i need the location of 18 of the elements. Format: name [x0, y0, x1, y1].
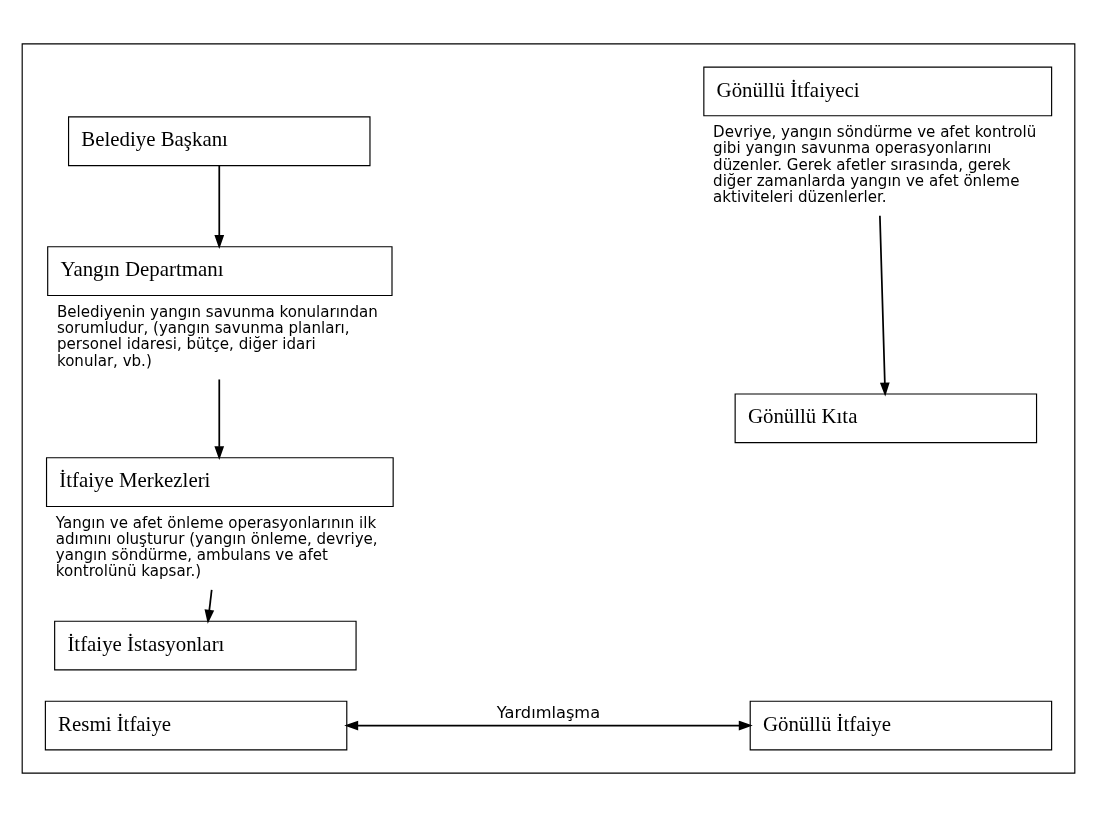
edge-label: Yardımlaşma — [496, 702, 601, 722]
arrow — [214, 378, 225, 460]
node-box: Gönüllü İtfaiye — [749, 700, 1053, 750]
arrow — [214, 164, 225, 249]
node-box: Yangın Departmanı — [47, 245, 393, 296]
node-box: Resmi İtfaiye — [44, 700, 348, 750]
cluster — [21, 42, 1076, 774]
node-label: Belediyenin yangın savunma konularından sorumludur, (yangın savunma planları, personel idaresi, bütçe, diğer idari konular, vb.) — [56, 302, 378, 369]
arrow — [879, 214, 890, 396]
arrow — [344, 720, 753, 730]
node-box: Gönüllü İtfaiyeci — [703, 66, 1053, 116]
node-box: Belediye Başkanı — [68, 115, 371, 166]
node-box: İtfaiye İstasyonları — [54, 620, 357, 670]
node-box: İtfaiye Merkezleri — [45, 456, 394, 507]
node-label: Yangın ve afet önleme operasyonlarının ilk adımını oluşturur (yangın önleme, devriye, yangın söndürme, ambulans ve afet kontrolünü kapsar.) — [55, 513, 378, 580]
node-label: Devriye, yangın söndürme ve afet kontrolü gibi yangın savunma operasyonlarını düzenler. Gerek afetler sırasında, gerek diğer zamanlarda yangın ve afet önleme aktiviteleri düzenlerler. — [713, 122, 1037, 206]
arrow — [204, 588, 215, 624]
node-box: Gönüllü Kıta — [734, 392, 1038, 443]
